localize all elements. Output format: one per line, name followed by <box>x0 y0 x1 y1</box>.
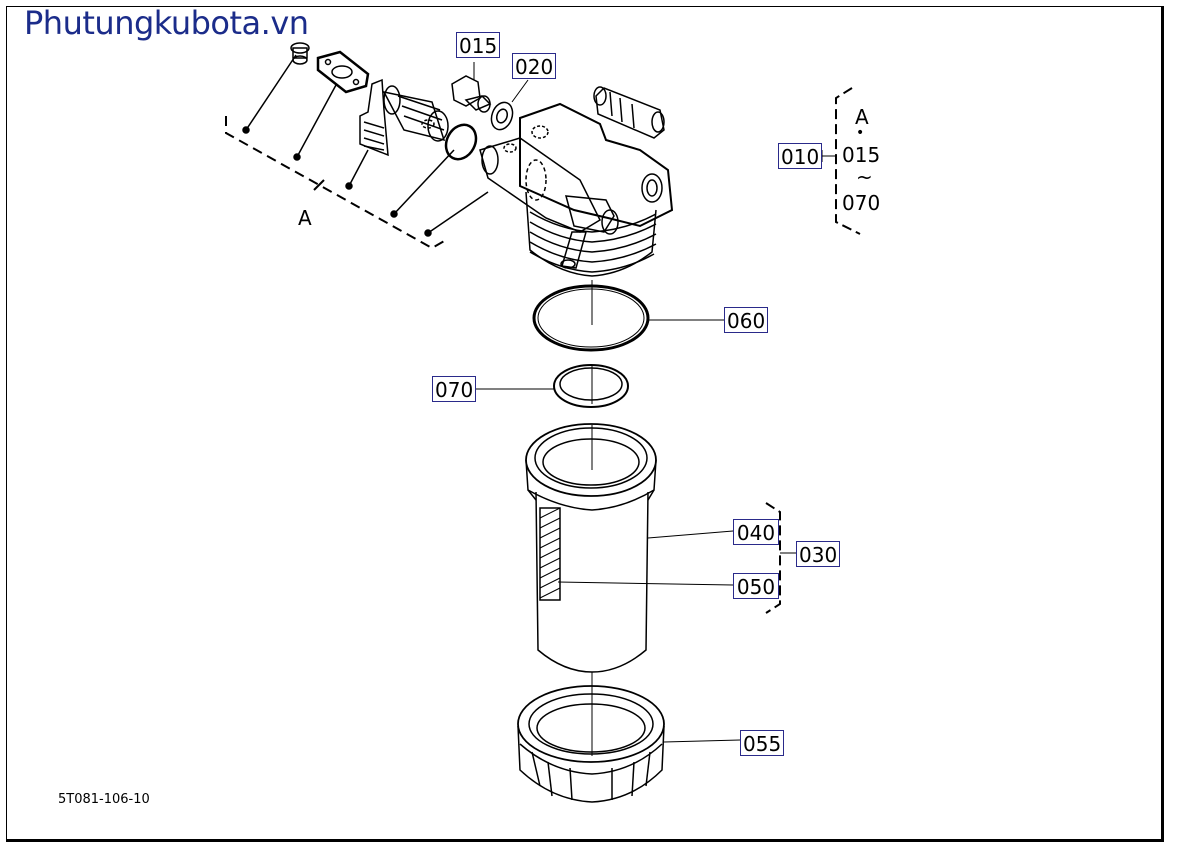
cock-lever-part <box>359 78 449 157</box>
legend-010-bracket <box>821 87 861 235</box>
label-010[interactable]: 010 <box>778 143 822 169</box>
o-ring-070-part <box>476 364 629 408</box>
ring-nut-055-part <box>517 685 741 803</box>
drawing-frame <box>6 6 1164 842</box>
label-055[interactable]: 055 <box>740 730 784 756</box>
label-030[interactable]: 030 <box>796 541 840 567</box>
label-050[interactable]: 050 <box>733 573 779 599</box>
filter-head-part <box>479 86 674 277</box>
label-020[interactable]: 020 <box>512 53 556 79</box>
o-ring-060-part <box>532 284 725 352</box>
legend-letter-a: A <box>855 105 869 129</box>
screw-part <box>290 42 310 65</box>
watermark-text: Phutungkubota.vn <box>24 4 309 42</box>
label-070[interactable]: 070 <box>432 376 476 402</box>
legend-dot: • <box>856 125 865 141</box>
plug-015-part <box>451 62 492 113</box>
kit-030-bracket <box>765 502 796 614</box>
group-a-leaders <box>242 54 489 237</box>
legend-tilde: ~ <box>856 165 873 189</box>
label-015[interactable]: 015 <box>456 32 500 58</box>
bowl-040-part <box>525 423 734 673</box>
label-060[interactable]: 060 <box>724 307 768 333</box>
group-a-bracket <box>225 116 447 250</box>
group-letter-a: A <box>298 206 312 230</box>
washer-020-part <box>490 79 529 131</box>
legend-to: 070 <box>842 191 881 215</box>
o-ring-small-part <box>444 123 478 161</box>
gasket-plate-part <box>316 50 370 94</box>
legend-from: 015 <box>842 143 881 167</box>
reference-code: 5T081-106-10 <box>58 792 150 807</box>
label-040[interactable]: 040 <box>733 519 779 545</box>
